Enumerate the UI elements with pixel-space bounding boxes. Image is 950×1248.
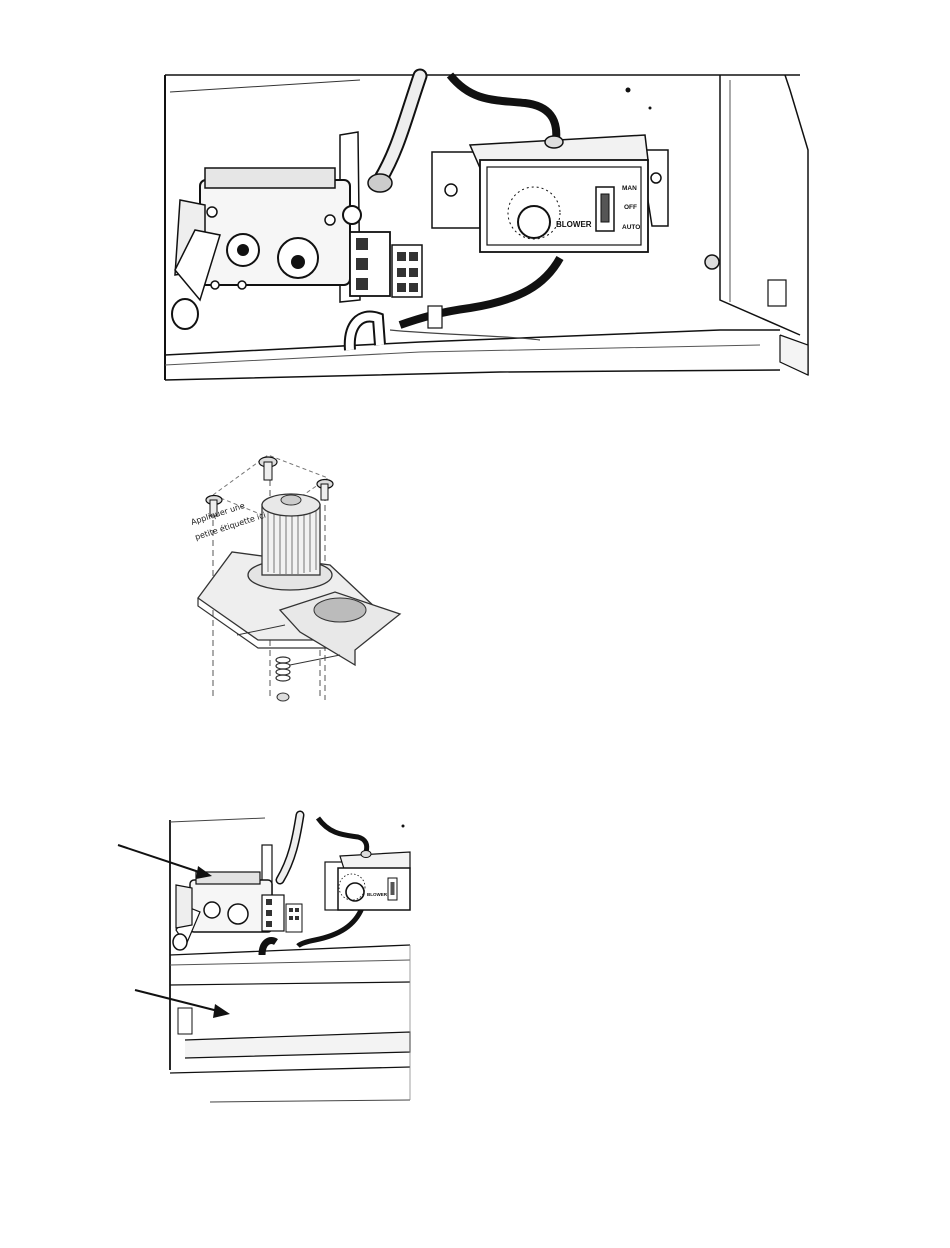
bracket-screw-right <box>651 173 661 183</box>
small-floor-edge-2 <box>170 960 410 965</box>
small-terminal-2 <box>266 910 272 916</box>
box-faceplate <box>487 167 641 245</box>
terminal-8 <box>397 283 406 292</box>
terminal-3 <box>356 278 368 290</box>
arrow-to-valve <box>118 845 212 879</box>
terminal-1 <box>356 238 368 250</box>
figure-3-fireplace-compartment-small: BLOWER <box>118 815 410 1102</box>
base-bottom-edge <box>165 370 780 380</box>
valve-body <box>200 180 350 285</box>
spring <box>276 657 290 681</box>
panel-rivet-2 <box>649 107 652 110</box>
cord-grommet <box>545 136 563 148</box>
terminal-7 <box>409 268 418 277</box>
terminal-4 <box>397 252 406 261</box>
cover-tab-hole <box>314 598 366 622</box>
valve-top <box>205 168 335 188</box>
terminal-5 <box>409 252 418 261</box>
small-terminal-block-2 <box>286 904 302 932</box>
terminal-9 <box>409 283 418 292</box>
piezo-fitting <box>343 206 361 224</box>
wire-clip <box>428 306 442 328</box>
small-base-line <box>210 1100 410 1102</box>
small-output-cord <box>298 908 362 946</box>
mode-switch-rocker <box>601 194 609 222</box>
pilot-knob-center <box>237 244 249 256</box>
inlet-pipe-end <box>172 299 198 329</box>
valve-screw-4 <box>238 281 246 289</box>
small-panel-dot <box>402 825 405 828</box>
screw-top <box>259 457 277 480</box>
stem-end <box>277 693 289 701</box>
small-terminal-5 <box>295 908 299 912</box>
blower-output-cord <box>400 258 560 325</box>
blower-knob <box>518 206 550 238</box>
screw-right <box>317 480 333 501</box>
small-terminal-7 <box>295 916 299 920</box>
small-blower-knob <box>346 883 364 901</box>
terminal-6 <box>397 268 406 277</box>
tube-fitting <box>368 174 392 192</box>
knob-shaft <box>281 495 301 505</box>
small-terminal-1 <box>266 899 272 905</box>
switch-label-off: OFF <box>624 204 637 211</box>
blower-label: BLOWER <box>556 220 592 229</box>
blower-control-box: BLOWER MAN OFF AUTO <box>432 135 668 252</box>
small-terminal-3 <box>266 921 272 927</box>
small-hearth-front <box>185 1032 410 1058</box>
right-side-panel <box>720 75 800 335</box>
small-pilot-knob <box>204 902 220 918</box>
small-gas-valve <box>173 845 302 950</box>
floor-lower-edge <box>165 345 760 365</box>
bracket-screw-left <box>445 184 457 196</box>
small-power-cord <box>318 818 367 852</box>
side-screw <box>705 255 719 269</box>
small-side-bracket <box>178 1008 192 1034</box>
valve-screw-2 <box>325 215 335 225</box>
blower-power-cord <box>450 75 556 140</box>
small-terminal-block <box>262 895 284 931</box>
gas-knob-center <box>291 255 305 269</box>
small-valve-left <box>176 885 192 928</box>
leader-line-spring <box>290 655 340 665</box>
small-inlet-pipe-end <box>173 934 187 950</box>
small-blower-control-box: BLOWER <box>325 851 410 911</box>
figure-1-fireplace-control-compartment: BLOWER MAN OFF AUTO <box>165 75 808 380</box>
switch-label-auto: AUTO <box>622 224 640 231</box>
valve-screw-3 <box>211 281 219 289</box>
small-switch-rocker <box>391 882 395 895</box>
gas-tube-inner <box>380 76 420 180</box>
valve-screw-1 <box>207 207 217 217</box>
panel-rivet-1 <box>626 88 631 93</box>
small-hearth-bottom <box>170 1067 410 1073</box>
small-top-line <box>170 818 265 822</box>
small-terminal-4 <box>289 908 293 912</box>
side-clip <box>768 280 786 306</box>
small-terminal-6 <box>289 916 293 920</box>
small-floor-edge <box>170 945 410 955</box>
small-gas-knob <box>228 904 248 924</box>
small-pipe-elbow <box>262 941 276 955</box>
small-hearth-top <box>170 982 410 985</box>
small-cord-grommet <box>361 851 371 858</box>
switch-label-man: MAN <box>622 185 637 192</box>
figure-2-valve-knob-exploded: Appliquer une petite étiquette ici <box>190 455 400 701</box>
front-lip <box>780 335 808 375</box>
terminal-2 <box>356 258 368 270</box>
small-blower-label: BLOWER <box>367 892 388 897</box>
back-panel-top-line <box>170 80 360 92</box>
